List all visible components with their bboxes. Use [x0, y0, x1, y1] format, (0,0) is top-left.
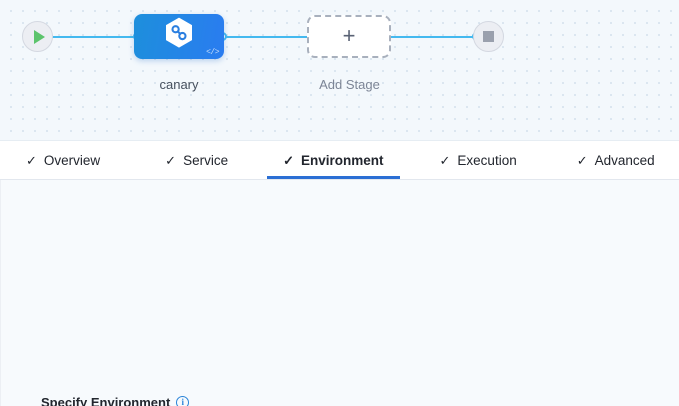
edge-start-to-canary — [48, 36, 137, 38]
check-icon: ✓ — [165, 152, 177, 168]
plus-icon: + — [342, 22, 356, 48]
tab-advanced-label: Advanced — [594, 152, 655, 168]
check-icon: ✓ — [283, 152, 294, 168]
stage-node-label: canary — [159, 77, 199, 92]
stop-icon — [483, 31, 494, 42]
check-icon: ✓ — [576, 152, 588, 168]
specify-environment-label: Specify Environment i — [41, 395, 190, 406]
pipeline-start-node[interactable] — [22, 21, 53, 52]
hexagon-infinity-icon — [164, 16, 194, 53]
tab-execution-label: Execution — [457, 152, 517, 168]
pipeline-end-node[interactable] — [473, 21, 504, 52]
edge-canary-to-addstage — [222, 36, 307, 38]
tab-overview[interactable]: ✓ Overview — [24, 141, 102, 179]
tab-service[interactable]: ✓ Service — [163, 141, 230, 179]
tab-advanced[interactable]: ✓ Advanced — [575, 141, 657, 179]
tab-environment[interactable]: ✓ Environment — [267, 141, 400, 179]
play-icon — [33, 29, 45, 44]
environment-form-panel: Specify Environment i Σx ‹ Back Continue… — [0, 180, 679, 406]
info-icon[interactable]: i — [176, 396, 190, 406]
stage-node-canary[interactable]: </> — [134, 14, 224, 59]
tab-environment-label: Environment — [301, 152, 384, 168]
stage-tabs: ✓ Overview ✓ Service ✓ Environment ✓ Exe… — [0, 141, 679, 180]
tab-service-label: Service — [183, 152, 229, 168]
edge-addstage-to-end — [390, 36, 476, 38]
code-icon: </> — [206, 48, 219, 57]
tab-overview-label: Overview — [43, 152, 101, 168]
field-label-text: Specify Environment — [41, 395, 171, 406]
add-stage-button[interactable]: + — [307, 15, 391, 58]
check-icon: ✓ — [26, 152, 37, 168]
add-stage-label: Add Stage — [319, 77, 380, 92]
check-icon: ✓ — [439, 152, 451, 168]
pipeline-canvas[interactable]: </> canary + Add Stage — [0, 0, 679, 141]
tab-execution[interactable]: ✓ Execution — [438, 141, 519, 179]
